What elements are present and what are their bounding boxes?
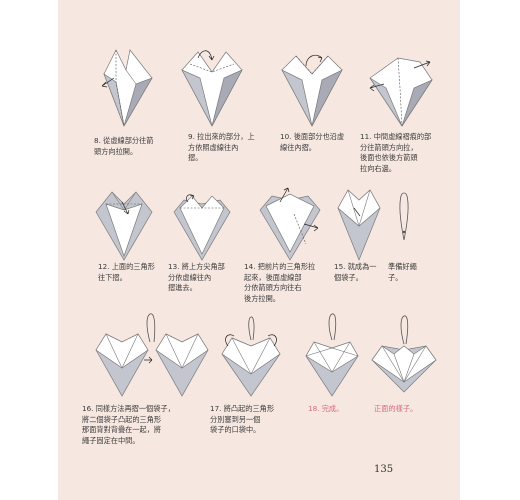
book-page: 8. 從虛線部分往箭 頭方向拉開。 9. 拉出來的部分，上 方依照虛線往內 摺。… — [58, 0, 460, 500]
caption-front-view: 正面的樣子。 — [374, 404, 418, 413]
figure-step-15 — [337, 189, 381, 261]
caption-step-10: 10. 後面部分也沿虛 線往內摺。 — [280, 132, 345, 152]
string-illustration — [399, 192, 409, 241]
figure-step-13 — [173, 194, 231, 261]
figure-step-9 — [181, 50, 243, 127]
caption-step-8: 8. 從虛線部分往箭 頭方向拉開。 — [94, 136, 154, 156]
figure-step-16 — [95, 313, 209, 397]
figure-step-17 — [221, 316, 281, 397]
caption-step-18: 18. 完成。 — [308, 404, 344, 413]
figure-step-10 — [281, 54, 343, 127]
caption-step-17: 17. 將凸起的三角形 分別塞到另一個 袋子的口袋中。 — [210, 404, 275, 434]
figure-step-14 — [259, 187, 321, 261]
page-number: 135 — [374, 464, 394, 475]
caption-step-14: 14. 把前片的三角形拉 起來，後面虛線部 分依箭頭方向往右 後方拉開。 — [244, 262, 316, 303]
caption-step-11: 11. 中間虛線褶痕的部 分往箭頭方向拉， 後面也依後方箭頭 拉向右邊。 — [360, 132, 432, 173]
figure-step-11 — [369, 57, 433, 127]
figure-step-18 — [305, 313, 359, 397]
caption-step-15: 15. 就成為一 個袋子。 — [334, 262, 377, 282]
figure-step-12 — [95, 191, 153, 261]
caption-step-16: 16. 同樣方法再摺一個袋子， 將二個袋子凸起的三角形 那面背對背疊在一起，將 … — [82, 404, 175, 445]
caption-step-13: 13. 將上方尖角部 分依虛線往內 摺進去。 — [168, 262, 225, 292]
caption-prepare-string: 準備好繩 子。 — [388, 262, 417, 282]
figure-front-view — [371, 315, 437, 393]
caption-step-9: 9. 拉出來的部分，上 方依照虛線往內 摺。 — [188, 132, 255, 162]
caption-step-12: 12. 上面的三角形 往下摺。 — [98, 262, 155, 282]
figure-step-8 — [101, 49, 153, 127]
